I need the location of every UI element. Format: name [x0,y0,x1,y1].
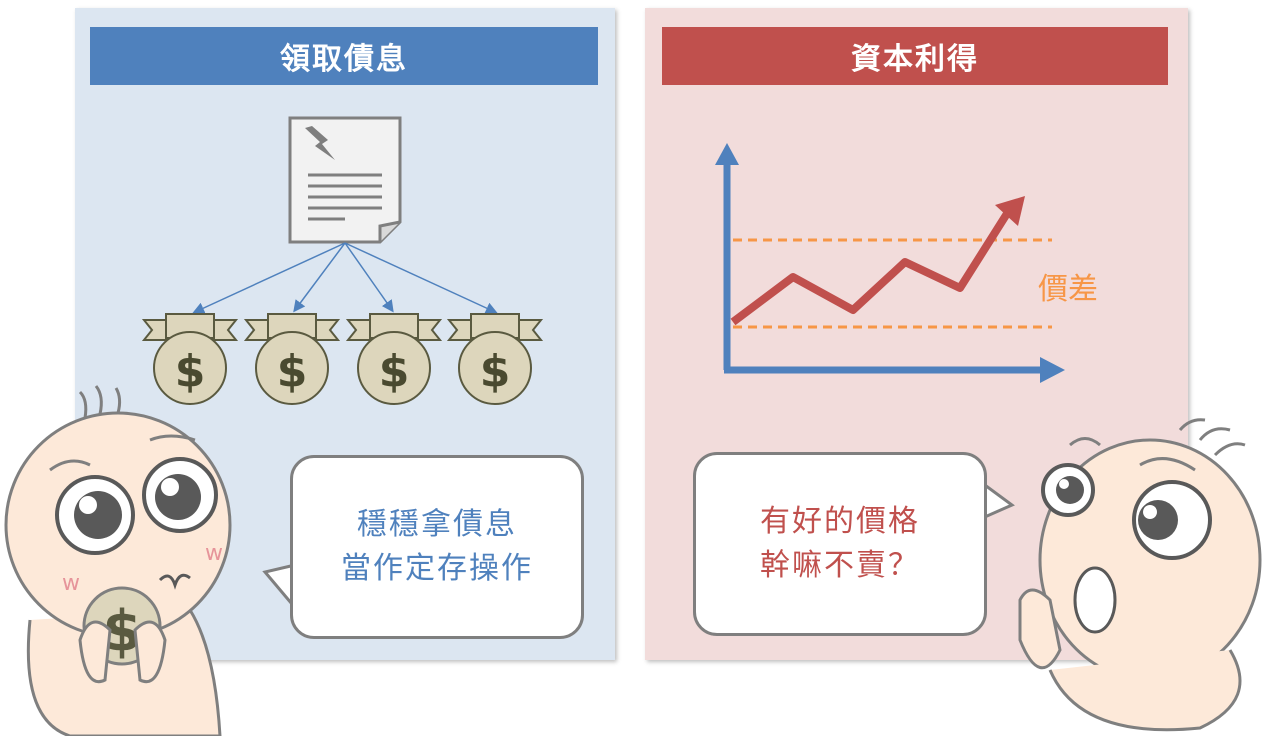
price-trend-line [730,209,1012,326]
capital-gain-title: 資本利得 [662,27,1168,85]
right-speech-bubble: 有好的價格 幹嘛不賣？ [693,452,987,636]
svg-text:w: w [62,571,80,596]
svg-text:$: $ [277,346,308,397]
svg-text:$: $ [480,346,511,397]
left-speech-bubble: 穩穩拿債息 當作定存操作 [290,455,584,639]
bond-document-icon [288,116,402,244]
svg-text:$: $ [379,346,410,397]
bubble-line: 有好的價格 [760,504,920,539]
bubble-line: 穩穩拿債息 [357,507,517,542]
money-bag-icon: $ [446,313,544,405]
bond-interest-title: 領取債息 [90,27,598,85]
left-character: ww $ [4,385,232,736]
bubble-line: 幹嘛不賣？ [760,548,920,583]
bubble-line: 當作定存操作 [341,551,533,586]
svg-text:w: w [205,541,223,566]
price-chart [715,143,1065,383]
right-character [1018,418,1262,732]
money-bag-icon: $ [345,313,443,405]
svg-text:$: $ [175,346,206,397]
price-spread-label: 價差 [1038,272,1098,307]
money-bag-icon: $ [243,313,341,405]
payout-arrows [192,242,498,314]
money-bag-icon: $ [141,313,239,405]
